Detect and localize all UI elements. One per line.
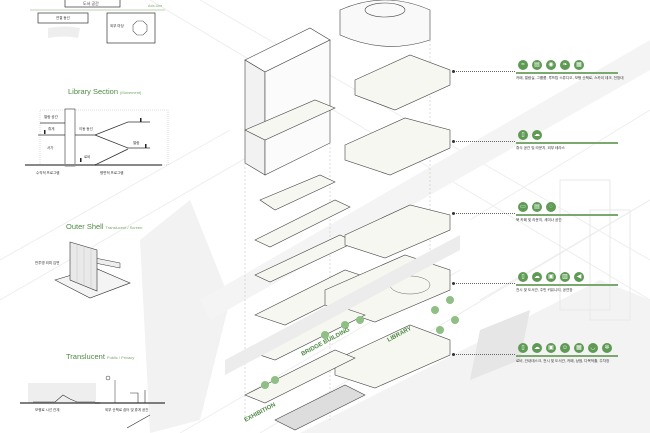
cloud-icon: ☁ <box>532 272 542 282</box>
annotation-text: 북 카페 및 라운지, 세미나 공간 <box>516 218 562 222</box>
box-b-label: 도서 공간 <box>83 1 99 6</box>
section-label: 이동 동선 <box>79 127 93 131</box>
book-icon: ▤ <box>532 60 542 70</box>
outer-shell-drawing <box>54 241 131 299</box>
book-icon: ▤ <box>532 202 542 212</box>
box-icon: ▣ <box>546 343 556 353</box>
library-section-title: Library Section(Movement) <box>68 87 142 96</box>
door-icon: ▯ <box>518 343 528 353</box>
gear-icon: ✲ <box>602 343 612 353</box>
person-icon: ☺ <box>560 343 570 353</box>
chart-icon: ▥ <box>560 272 570 282</box>
translucent-drawing <box>20 375 165 429</box>
cafe-icon: ◉ <box>546 60 556 70</box>
axis-label: Axis Line <box>148 4 163 8</box>
cloud-icon: ☁ <box>532 343 542 353</box>
top-diagram-lines <box>30 0 165 44</box>
section-caption: 평면적 프로그램 <box>100 171 124 175</box>
translucent-caption: 보행로 시선 관계 <box>35 408 60 412</box>
doc-icon: ▦ <box>574 60 584 70</box>
doc-icon: ▦ <box>574 343 584 353</box>
cup-icon: ◡ <box>588 343 598 353</box>
annotation-text: 휴식 공간 및 라운지, 외부 테라스 <box>516 146 565 150</box>
wifi-icon: ≈ <box>518 60 528 70</box>
section-caption: 수직적 프로그램 <box>36 171 60 175</box>
library-section-drawing <box>25 108 169 167</box>
section-label: 서가 <box>47 146 54 150</box>
screen-icon: ▭ <box>518 202 528 212</box>
box-icon: ▣ <box>546 272 556 282</box>
annotation-text: 전시 및 도서관, 주민 커뮤니티, 공연장 <box>516 288 573 292</box>
box-c-label: 외부 마당 <box>110 24 124 28</box>
section-label: 로비 <box>84 155 91 159</box>
leaf-icon: ❧ <box>560 60 570 70</box>
section-label: 휴게 <box>48 127 55 131</box>
icon-row: ≈ ▤ ◉ ❧ ▦ <box>518 60 584 70</box>
street-trees <box>261 296 459 389</box>
annotation-text: 로비, 안내데스크, 전시 및 도서관, 카페, 상점, 다목적홀, 주차장 <box>516 359 610 363</box>
door-icon: ▯ <box>518 272 528 282</box>
annotation-text: 카페, 열람실, 그룹룸, 루프탑 스튜디오, 보행 산책로, 스카이 데크, … <box>516 76 624 80</box>
section-label: 열람 <box>133 141 140 145</box>
door-icon: ▯ <box>518 130 528 140</box>
box-a-label: 연결 동선 <box>56 16 70 20</box>
cloud-icon: ☁ <box>532 130 542 140</box>
exploded-axonometric <box>225 0 460 431</box>
section-label: 열람 공간 <box>44 115 58 119</box>
translucent-caption: 외부 산책로 쉼터 및 휴게 공간 <box>105 408 149 412</box>
outer-shell-label: 반투명 외피 입면 <box>35 261 60 265</box>
speaker-icon: ◀ <box>574 272 584 282</box>
chat-icon: ◌ <box>546 202 556 212</box>
